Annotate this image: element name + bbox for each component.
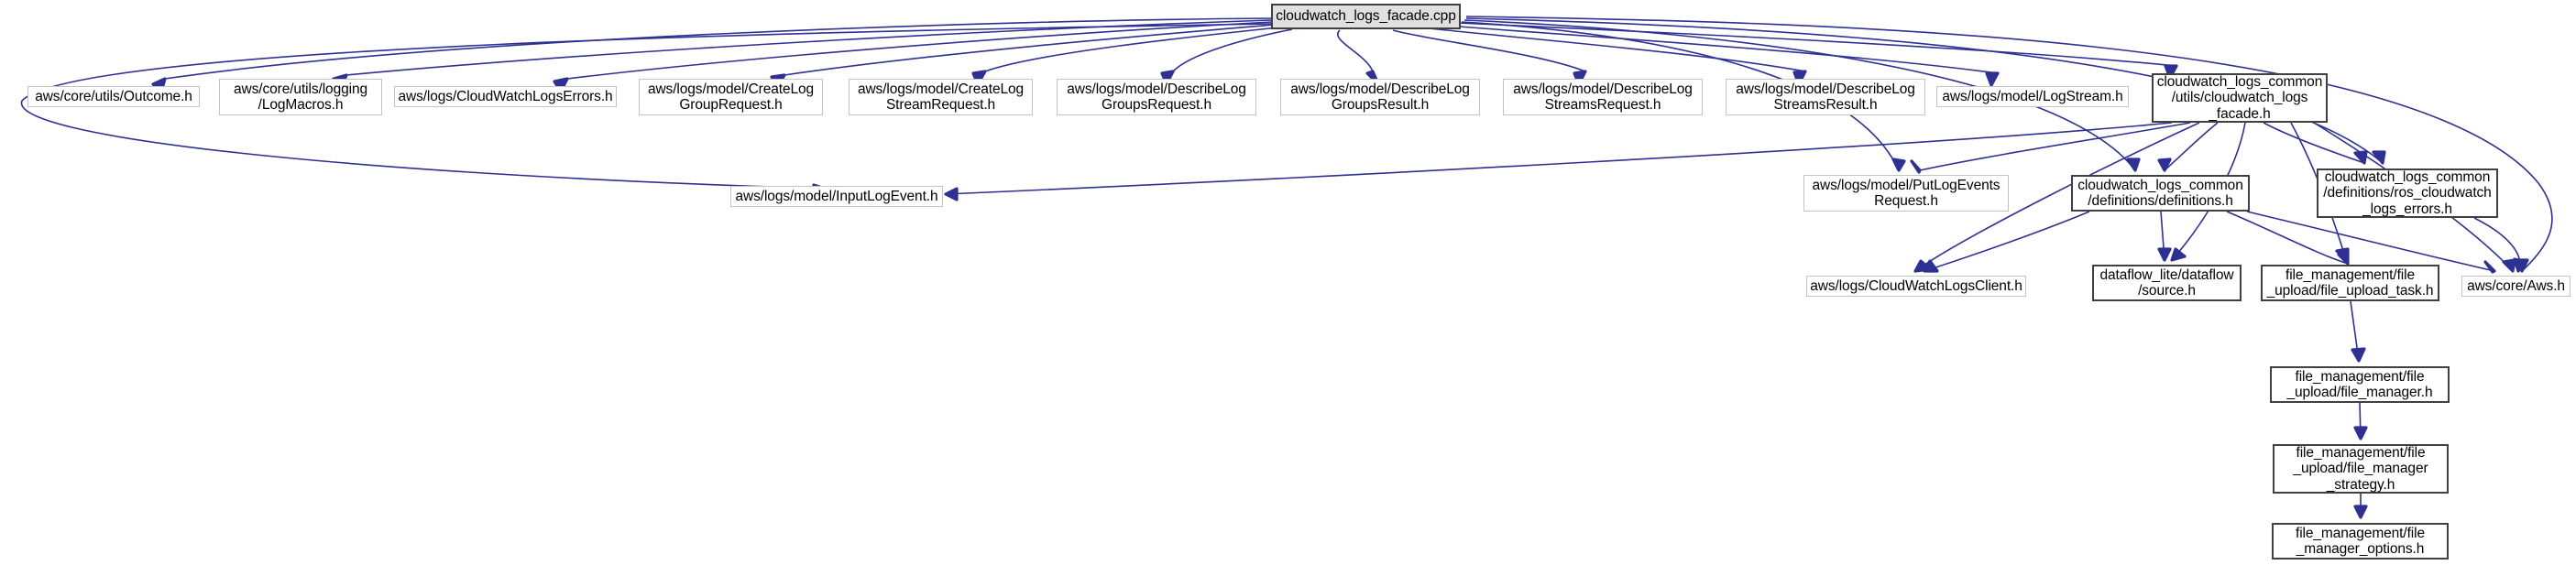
- graph-edge-arrowhead: [2353, 426, 2368, 440]
- graph-node[interactable]: file_management/file _manager_options.h: [2272, 523, 2449, 560]
- graph-node[interactable]: file_management/file _upload/file_manage…: [2273, 444, 2449, 494]
- graph-node[interactable]: aws/core/utils/Outcome.h: [27, 86, 200, 107]
- graph-edge: [1429, 27, 1806, 72]
- graph-edge-arrowhead: [1923, 259, 1939, 273]
- graph-edge-arrowhead: [2353, 505, 2368, 519]
- graph-edge-arrowhead: [2513, 257, 2527, 273]
- graph-edge-arrowhead: [2337, 249, 2350, 266]
- graph-edge: [1172, 28, 1293, 72]
- graph-edge: [784, 24, 1275, 76]
- graph-edge: [566, 21, 1273, 80]
- graph-node[interactable]: cloudwatch_logs_common /utils/cloudwatch…: [2152, 73, 2328, 123]
- graph-node[interactable]: aws/logs/model/DescribeLog GroupsRequest…: [1057, 79, 1256, 115]
- graph-edge: [164, 17, 1272, 80]
- graph-node[interactable]: aws/logs/model/InputLogEvent.h: [730, 186, 943, 207]
- graph-node[interactable]: aws/logs/model/CreateLog GroupRequest.h: [639, 79, 823, 115]
- graph-edge-arrowhead: [2157, 158, 2172, 172]
- graph-node[interactable]: aws/logs/model/CreateLog StreamRequest.h: [849, 79, 1033, 115]
- graph-node[interactable]: dataflow_lite/dataflow /source.h: [2092, 265, 2242, 301]
- graph-edge-arrowhead: [2372, 150, 2386, 165]
- graph-edge: [2246, 211, 2495, 272]
- graph-edge-arrowhead: [1913, 259, 1932, 273]
- graph-edge: [2226, 211, 2349, 265]
- graph-edge-arrowhead: [1891, 158, 1906, 172]
- graph-edge-arrowhead: [2157, 247, 2172, 262]
- graph-edge-arrowhead: [2335, 247, 2350, 262]
- graph-edge-arrowhead: [1910, 159, 1922, 174]
- graph-node[interactable]: cloudwatch_logs_common /definitions/ros_…: [2317, 168, 2498, 218]
- graph-node[interactable]: aws/logs/model/PutLogEvents Request.h: [1803, 175, 2009, 212]
- graph-edge: [2160, 211, 2165, 261]
- graph-edge-arrowhead: [2516, 258, 2529, 273]
- graph-node[interactable]: aws/logs/model/DescribeLog GroupsResult.…: [1280, 79, 1480, 115]
- graph-edge: [1447, 25, 1999, 74]
- graph-node[interactable]: aws/core/Aws.h: [2461, 276, 2571, 297]
- graph-root-node[interactable]: cloudwatch_logs_facade.cpp: [1271, 4, 1461, 29]
- graph-node[interactable]: cloudwatch_logs_common /definitions/defi…: [2071, 175, 2250, 212]
- graph-edge: [1456, 22, 2177, 67]
- graph-edge-arrowhead: [2353, 150, 2368, 165]
- graph-edge-arrowhead: [2351, 347, 2366, 363]
- graph-edge: [2164, 122, 2219, 171]
- graph-edge-arrowhead: [1985, 71, 2000, 87]
- graph-node[interactable]: aws/logs/model/DescribeLog StreamsResult…: [1726, 79, 1925, 115]
- graph-node[interactable]: aws/core/utils/logging /LogMacros.h: [219, 79, 382, 115]
- graph-edge: [984, 27, 1279, 72]
- graph-node[interactable]: aws/logs/CloudWatchLogsErrors.h: [394, 86, 617, 107]
- graph-edge: [2263, 122, 2365, 164]
- graph-edge: [1919, 122, 2191, 171]
- graph-edge: [1465, 16, 2553, 272]
- graph-edge-arrowhead: [2502, 258, 2516, 273]
- graph-node[interactable]: file_management/file _upload/file_manage…: [2270, 366, 2450, 403]
- graph-edge-arrowhead: [944, 187, 959, 201]
- graph-node[interactable]: file_management/file _upload/file_upload…: [2261, 265, 2439, 301]
- graph-node[interactable]: aws/logs/model/LogStream.h: [1936, 86, 2129, 107]
- graph-edge: [2350, 300, 2360, 362]
- graph-edge: [1924, 211, 2090, 272]
- graph-node[interactable]: aws/logs/CloudWatchLogsClient.h: [1806, 276, 2026, 297]
- graph-edge: [1337, 29, 1374, 72]
- graph-edge: [2473, 217, 2521, 272]
- graph-node[interactable]: aws/logs/model/DescribeLog StreamsReques…: [1503, 79, 1703, 115]
- graph-edge-arrowhead: [2126, 158, 2141, 172]
- graph-edge-arrowhead: [2170, 247, 2187, 262]
- graph-edge-arrowhead: [2483, 260, 2496, 274]
- graph-edge: [345, 19, 1272, 76]
- graph-edge: [1392, 29, 1586, 72]
- graph-edge: [2359, 402, 2362, 440]
